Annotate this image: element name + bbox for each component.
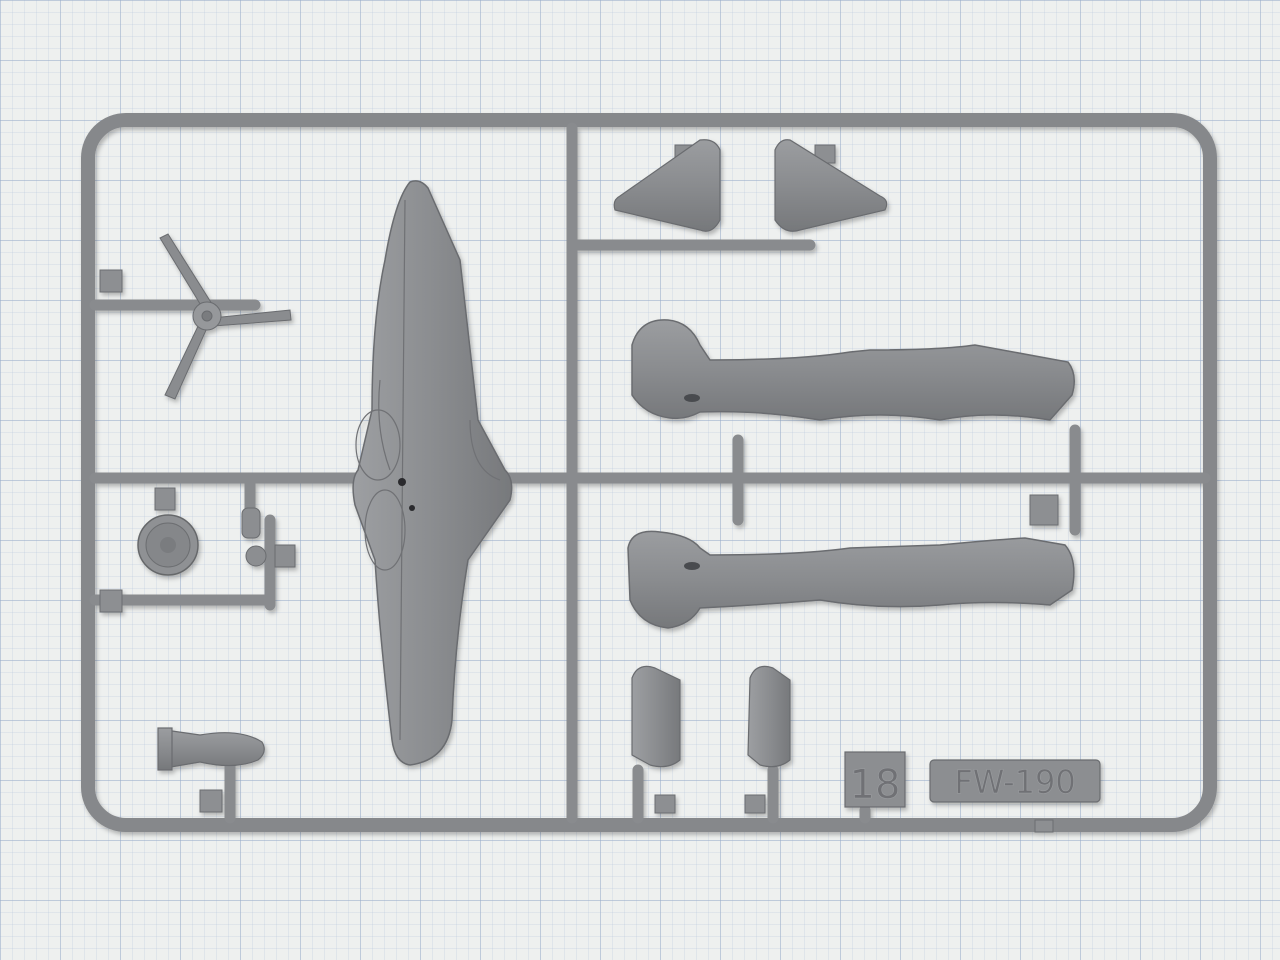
sprue-runners bbox=[89, 122, 1211, 824]
cowling-parts bbox=[613, 139, 888, 232]
gear-leg-part bbox=[241, 507, 296, 568]
main-wing-part bbox=[352, 180, 513, 766]
gear-cover-parts bbox=[631, 665, 791, 768]
wing-hole bbox=[398, 478, 406, 486]
fuselage-half-upper bbox=[631, 319, 1075, 421]
model-label-tag: FW-190 bbox=[929, 759, 1101, 803]
part-number-text: 18 bbox=[850, 762, 901, 808]
model-label-text: FW-190 bbox=[954, 763, 1075, 801]
wing-hole bbox=[409, 505, 415, 511]
wheel-part bbox=[137, 487, 199, 576]
propeller-part bbox=[159, 233, 292, 400]
fuselage-half-lower bbox=[627, 530, 1075, 629]
fuselage-vent bbox=[684, 562, 700, 570]
part-number-tag: 18 bbox=[844, 751, 906, 808]
drop-tank-part bbox=[157, 727, 265, 771]
fuselage-vent bbox=[684, 394, 700, 402]
sprue-frame bbox=[81, 113, 1217, 832]
wing-details bbox=[355, 199, 501, 741]
